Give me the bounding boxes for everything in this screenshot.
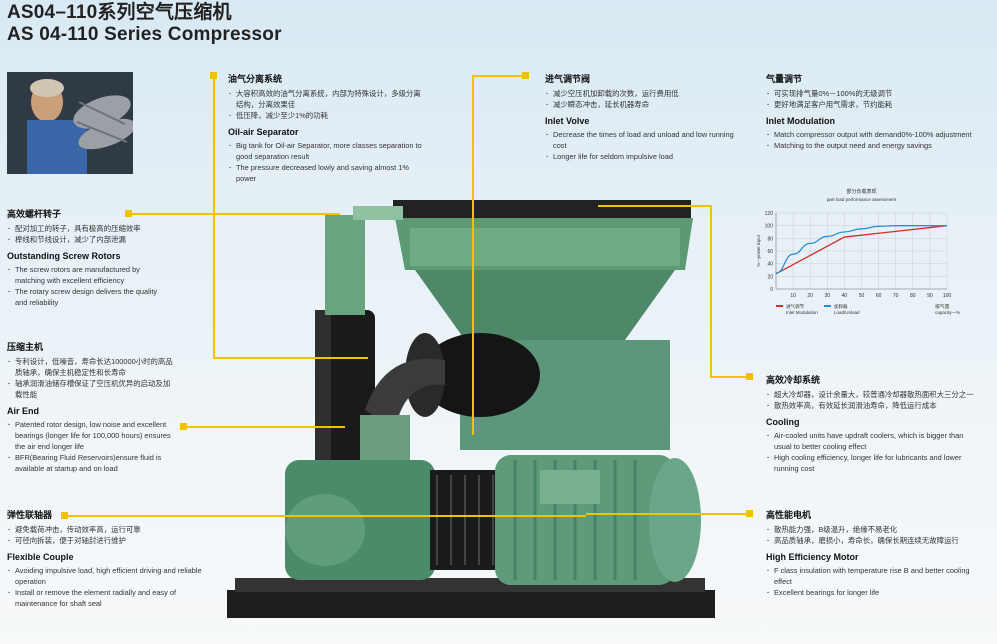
oil-air-cn-1: 大容积高效的油气分离系统，内部为特殊设计，多级分离结构，分离效果佳: [228, 88, 428, 110]
coupling-title-cn: 弹性联轴器: [7, 510, 53, 520]
y-tick-label: 20: [767, 274, 773, 280]
coupling-cn-1: 避免载荷冲击，传动效率高，运行可靠: [7, 524, 203, 535]
rotors-cn-2: 榉线和节线设计，减少了内部泄漏: [7, 234, 169, 245]
x-tick-label: 30: [825, 293, 831, 299]
y-tick-label: 40: [767, 262, 773, 268]
modulation-en-2: Matching to the output need and energy s…: [766, 140, 994, 151]
cooling-cn-2: 散热效率高，有效延长润滑油寿命，降低运行成本: [766, 400, 982, 411]
motor-title-cn: 高性能电机: [766, 510, 812, 520]
series-line-2: [775, 225, 947, 274]
oil-air-cn-2: 低压降，减少至少1%的功耗: [228, 110, 428, 121]
x-tick-label: 60: [876, 293, 882, 299]
rotors-title-cn: 高效螺杆转子: [7, 209, 62, 219]
legend-label-en-2: Load/Unload: [834, 310, 860, 315]
series-line-1: [775, 225, 948, 275]
chart-subtitle: part load performance assessment: [827, 197, 897, 202]
inlet-en-1: Decrease the times of load and unload an…: [545, 129, 735, 151]
title-cn: AS04–110系列空气压缩机: [7, 2, 232, 23]
cooling-title-en: Cooling: [766, 417, 800, 427]
rotors-cn-1: 配对加工的转子，具有极高的压缩效率: [7, 223, 169, 234]
modulation-title-en: Inlet Modulation: [766, 116, 835, 126]
worker-photo: [7, 72, 133, 174]
coupling-cn-2: 可径向拆装，便于对轴封进行维护: [7, 535, 203, 546]
x-tick-label: 40: [842, 293, 848, 299]
legend-swatch-1: [776, 305, 783, 307]
motor-title-en: High Efficiency Motor: [766, 552, 859, 562]
oil-air-title-cn: 油气分离系统: [228, 74, 283, 84]
inlet-en-2: Longer life for seldom impulsive load: [545, 151, 735, 162]
section-inlet-valve: 进气调节阀 减少空压机加卸载的次数，运行费用低 减少瞬态冲击，延长机器寿命 In…: [545, 72, 735, 162]
airend-en-1: Patented rotor design, low noise and exc…: [7, 419, 175, 452]
section-oil-air-separator: 油气分离系统 大容积高效的油气分离系统，内部为特殊设计，多级分离结构，分离效果佳…: [228, 72, 428, 184]
part-load-chart: 部分负载表现 part load performance assessment 0 2…: [754, 185, 970, 345]
coupling-en-2: Install or remove the element radially a…: [7, 587, 203, 609]
y-tick-label: 0: [770, 287, 773, 293]
legend-label-en-1: Inlet Modulation: [786, 310, 818, 315]
rotors-en-2: The rotary screw design delivers the qua…: [7, 286, 169, 308]
part-load-chart-svg: 部分负载表现 part load performance assessment 0 2…: [756, 188, 960, 315]
x-axis-label-cn: 排气量: [935, 303, 950, 310]
x-tick-label: 70: [893, 293, 899, 299]
modulation-title-cn: 气量调节: [766, 74, 803, 84]
motor-en-1: F class insulation with temperature rise…: [766, 565, 988, 587]
y-tick-label: 100: [765, 224, 774, 230]
chart-title: 部分负载表现: [846, 188, 876, 195]
cooling-en-2: High cooling efficiency, longer life for…: [766, 452, 982, 474]
rotors-title-en: Outstanding Screw Rotors: [7, 251, 121, 261]
legend-label-cn-2: 加卸载: [834, 303, 848, 310]
x-tick-label: 20: [807, 293, 813, 299]
inlet-cn-1: 减少空压机加卸载的次数，运行费用低: [545, 88, 735, 99]
section-screw-rotors: 高效螺杆转子 配对加工的转子，具有极高的压缩效率 榉线和节线设计，减少了内部泄漏…: [7, 207, 169, 308]
x-tick-label: 100: [943, 293, 952, 299]
oil-air-en-1: Big tank for Oil-air Separator, more cla…: [228, 140, 428, 162]
modulation-cn-2: 更好地满足客户用气需求，节约能耗: [766, 99, 994, 110]
modulation-en-1: Match compressor output with demand0%-10…: [766, 129, 994, 140]
airend-cn-2: 轴承润滑油储存槽保证了空压机优异的启动及加载性能: [7, 378, 175, 400]
airend-cn-1: 专利设计，低噪音，寿命长达100000小时的高品质轴承，确保主机稳定性和长寿命: [7, 356, 175, 378]
section-cooling: 高效冷却系统 超大冷却器，设计余量大，较普通冷却器散热面积大三分之一 散热效率高…: [766, 373, 982, 474]
oil-air-title-en: Oil-air Separator: [228, 127, 299, 137]
coupling-en-1: Avoiding impulsive load, high efficient …: [7, 565, 203, 587]
airend-en-2: BFR(Bearing Fluid Reservoirs)ensure flui…: [7, 452, 175, 474]
motor-cn-1: 散热能力强，B级温升，绝缘不易老化: [766, 524, 988, 535]
section-flexible-couple: 弹性联轴器 避免载荷冲击，传动效率高，运行可靠 可径向拆装，便于对轴封进行维护 …: [7, 508, 203, 609]
cooling-en-1: Air-cooled units have updraft coolers, w…: [766, 430, 982, 452]
y-tick-label: 120: [765, 211, 774, 217]
y-axis-label: %—power input: [756, 234, 761, 267]
title-en: AS 04-110 Series Compressor: [7, 24, 282, 45]
coupling-title-en: Flexible Couple: [7, 552, 74, 562]
legend-swatch-2: [824, 305, 831, 307]
x-tick-label: 10: [790, 293, 796, 299]
airend-title-cn: 压缩主机: [7, 342, 44, 352]
x-axis-label-en: capacity—%: [935, 310, 960, 315]
x-tick-label: 80: [910, 293, 916, 299]
x-tick-label: 50: [859, 293, 865, 299]
x-tick-label: 90: [927, 293, 933, 299]
airend-title-en: Air End: [7, 406, 40, 416]
cooling-title-cn: 高效冷却系统: [766, 375, 821, 385]
compressor-illustration: [227, 200, 715, 618]
inlet-title-en: Inlet Volve: [545, 116, 590, 126]
motor-en-2: Excellent bearings for longer life: [766, 587, 988, 598]
modulation-cn-1: 可实现排气量0%－100%的无级调节: [766, 88, 994, 99]
cooling-cn-1: 超大冷却器，设计余量大，较普通冷却器散热面积大三分之一: [766, 389, 982, 400]
legend-label-cn-1: 进气调节: [786, 303, 804, 310]
rotors-en-1: The screw rotors are manufactured by mat…: [7, 264, 169, 286]
section-air-end: 压缩主机 专利设计，低噪音，寿命长达100000小时的高品质轴承，确保主机稳定性…: [7, 340, 175, 474]
oil-air-en-2: The pressure decreased lowly and saving …: [228, 162, 428, 184]
motor-cn-2: 高品质轴承，磨损小，寿命长，确保长期连续无故障运行: [766, 535, 988, 546]
section-inlet-modulation: 气量调节 可实现排气量0%－100%的无级调节 更好地满足客户用气需求，节约能耗…: [766, 72, 994, 151]
y-tick-label: 80: [767, 236, 773, 242]
section-motor: 高性能电机 散热能力强，B级温升，绝缘不易老化 高品质轴承，磨损小，寿命长，确保…: [766, 508, 988, 598]
inlet-title-cn: 进气调节阀: [545, 74, 591, 84]
inlet-cn-2: 减少瞬态冲击，延长机器寿命: [545, 99, 735, 110]
y-tick-label: 60: [767, 249, 773, 255]
